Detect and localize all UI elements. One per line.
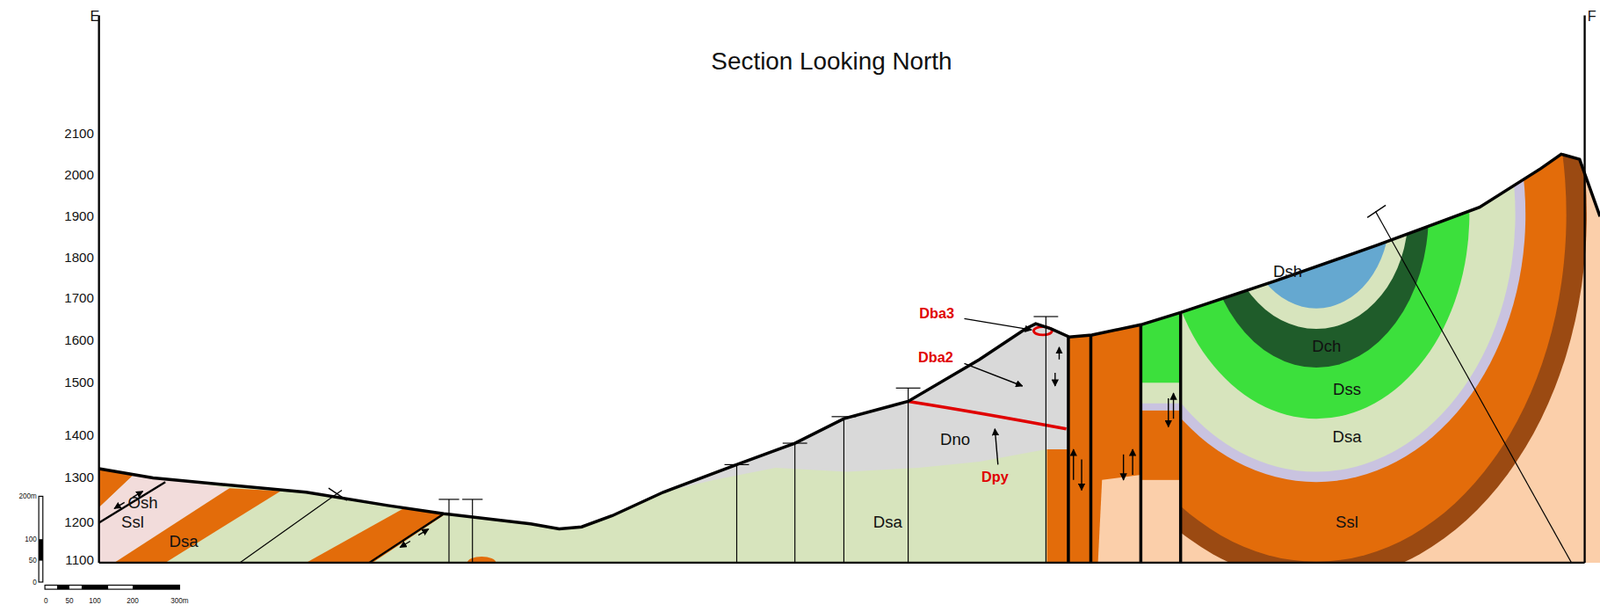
scale-label: 0 bbox=[32, 578, 37, 586]
unit-label: Dch bbox=[1311, 337, 1341, 355]
elevation: 1200 bbox=[64, 514, 95, 529]
scale-label: 100 bbox=[24, 535, 37, 543]
unit-label: Dno bbox=[940, 431, 971, 449]
elevation: 1300 bbox=[64, 470, 95, 484]
elevation: 1900 bbox=[64, 209, 95, 224]
elevation: 2100 bbox=[64, 127, 95, 141]
scale-label: 100 bbox=[88, 596, 102, 604]
unit-label: Dsh bbox=[1273, 263, 1303, 281]
elevation: 1500 bbox=[64, 375, 95, 389]
elevation: 2000 bbox=[64, 167, 95, 181]
unit-label: Dss bbox=[1332, 381, 1362, 399]
section-title: Section Looking North bbox=[710, 49, 952, 74]
unit-label: Dsa bbox=[873, 514, 903, 531]
scale-label: 200 bbox=[126, 596, 139, 604]
scale-label: 300m bbox=[170, 596, 189, 604]
scale-label: 50 bbox=[28, 557, 37, 565]
unit-label: Dpy bbox=[981, 469, 1009, 484]
unit-label: Dba2 bbox=[918, 349, 954, 364]
unit-label: Dsa bbox=[1332, 428, 1362, 446]
scale-label: 50 bbox=[65, 596, 73, 604]
unit-label: Dba3 bbox=[919, 305, 955, 320]
unit-label: Dsa bbox=[169, 533, 199, 551]
scale-label: 200m bbox=[18, 492, 37, 500]
elevation: 1700 bbox=[64, 291, 95, 305]
elevation: 1800 bbox=[64, 250, 95, 264]
unit-label: Ssl bbox=[1335, 514, 1359, 531]
elevation: 1400 bbox=[64, 427, 95, 442]
elevation: 1100 bbox=[65, 552, 94, 566]
section-end: E bbox=[90, 8, 101, 23]
elevation: 1600 bbox=[64, 333, 95, 347]
section-end: F bbox=[1587, 8, 1597, 23]
unit-label: Osh bbox=[128, 494, 159, 512]
unit-label: Ssl bbox=[121, 514, 145, 531]
scale-label: 0 bbox=[43, 596, 49, 604]
